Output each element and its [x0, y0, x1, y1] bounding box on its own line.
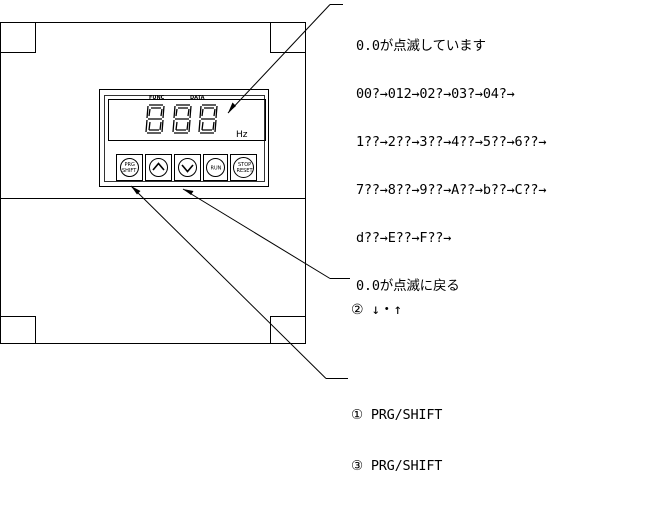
enclosure	[0, 22, 306, 344]
seven-segment-display	[145, 104, 218, 134]
note-line: 0.0が点滅に戻る	[356, 278, 460, 294]
prg-shift-note: ① PRG/SHIFT ③ PRG/SHIFT	[351, 373, 442, 509]
prg-label: PRG	[125, 162, 135, 168]
note-line: d??→E??→F??→	[356, 230, 452, 246]
up-arrow-icon	[152, 162, 165, 171]
note-line: 7??→8??→9??→A??→b??→C??→	[356, 182, 547, 198]
label-func: FUNC	[149, 95, 165, 101]
note-line: 1??→2??→3??→4??→5??→6??→	[356, 134, 547, 150]
operation-diagram: FUNC DATA Hz PRG SHIFT	[0, 4, 546, 474]
note-line: 00?→012→02?→03?→04?→	[356, 86, 515, 102]
display-window	[108, 99, 266, 141]
operator-panel	[99, 89, 269, 187]
corner-mount-br	[270, 316, 306, 344]
arrow-keys-note: ② ↓・↑	[351, 270, 402, 350]
note-line: 0.0が点滅しています	[356, 38, 486, 54]
leader-lines	[130, 4, 350, 379]
down-arrow-icon	[181, 164, 194, 173]
note-line: ③ PRG/SHIFT	[351, 458, 443, 474]
label-data: DATA	[190, 95, 205, 101]
stop-reset-key[interactable]: STOP RESET	[230, 154, 257, 181]
down-key[interactable]	[174, 154, 201, 181]
run-key[interactable]: RUN	[203, 154, 228, 181]
display-sequence-note: 0.0が点滅しています 00?→012→02?→03?→04?→ 1??→2??…	[356, 6, 546, 326]
note-line: ② ↓・↑	[351, 302, 402, 318]
up-key[interactable]	[145, 154, 172, 181]
reset-label: RESET	[237, 168, 254, 174]
inverter-drawing: FUNC DATA Hz PRG SHIFT	[0, 4, 350, 379]
stop-label: STOP	[238, 162, 251, 168]
leader-arrowheads	[131, 102, 236, 195]
corner-mount-tl	[0, 22, 36, 53]
corner-mount-bl	[0, 316, 36, 344]
run-label: RUN	[211, 166, 222, 172]
digit-1	[145, 104, 165, 134]
corner-mount-tr	[270, 22, 306, 53]
shift-label: SHIFT	[122, 168, 137, 174]
prg-shift-key[interactable]: PRG SHIFT	[116, 154, 143, 181]
note-line: ① PRG/SHIFT	[351, 407, 443, 423]
digit-3	[198, 104, 218, 134]
digit-2	[172, 104, 192, 134]
unit-label: Hz	[236, 130, 248, 140]
